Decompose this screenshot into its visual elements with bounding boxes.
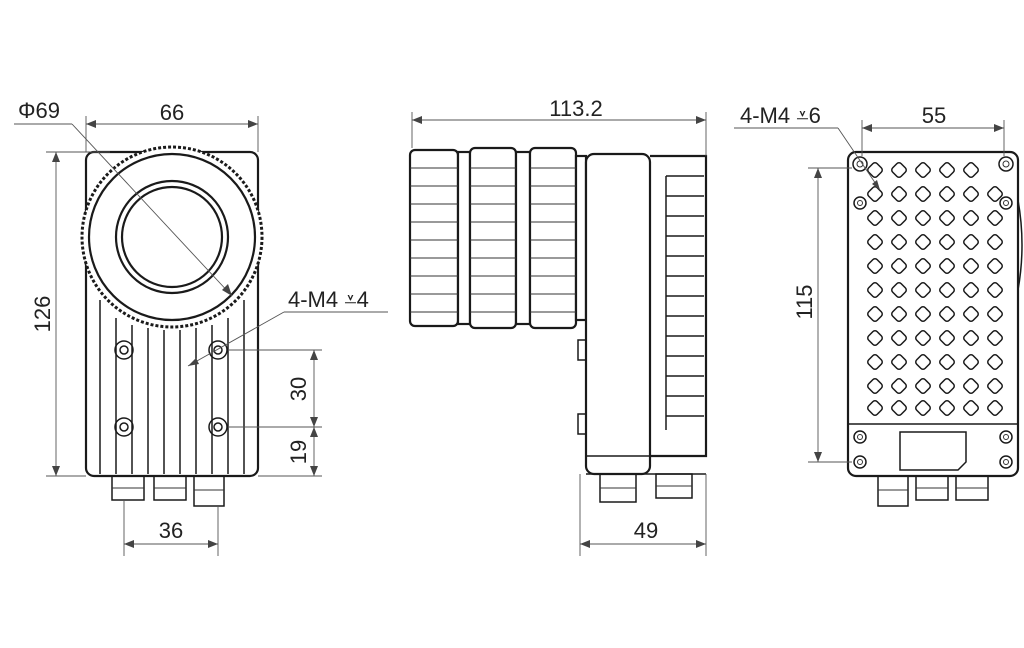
back-connectors [877, 475, 989, 507]
back-view [846, 150, 1023, 507]
connector-spacing-label: 36 [159, 518, 183, 543]
side-view [408, 146, 708, 503]
back-lens-edge [1017, 199, 1023, 291]
back-width-label: 55 [922, 103, 946, 128]
front-width-label: 66 [160, 100, 184, 125]
side-housing [584, 152, 652, 476]
lens-ribs [410, 167, 576, 313]
front-thread-callout: 4-M4 ⩡4 [288, 287, 369, 312]
back-dimensions: 55 115 4-M4 ⩡6 [734, 103, 1005, 463]
front-height-label: 126 [30, 296, 55, 333]
lens-outer [114, 179, 230, 295]
side-dimensions: 113.2 49 [411, 96, 707, 556]
side-depth-label: 49 [634, 518, 658, 543]
front-dimensions: 66 126 Φ69 30 19 36 4-M4 ⩡4 [14, 98, 388, 556]
lens-barrel [408, 146, 588, 330]
side-heatsink-outline [650, 154, 708, 458]
side-length-label: 113.2 [549, 96, 602, 121]
hole-spacing-label: 30 [286, 377, 311, 401]
hole-offset-label: 19 [286, 440, 311, 464]
side-button-2 [577, 413, 587, 435]
back-thread-callout: 4-M4 ⩡6 [740, 103, 821, 128]
back-vent-grid [867, 162, 1003, 416]
front-mounting-holes [114, 340, 228, 437]
side-connectors [599, 473, 693, 503]
side-button-1 [577, 339, 587, 361]
back-height-label: 115 [792, 284, 817, 319]
lens-inner [120, 185, 224, 289]
front-connectors [111, 475, 225, 507]
front-view [80, 145, 264, 507]
lens-diameter-label: Φ69 [18, 98, 60, 123]
lens-ring [87, 152, 257, 322]
side-heatsink-fins [665, 175, 704, 430]
back-label-plate [899, 431, 967, 471]
